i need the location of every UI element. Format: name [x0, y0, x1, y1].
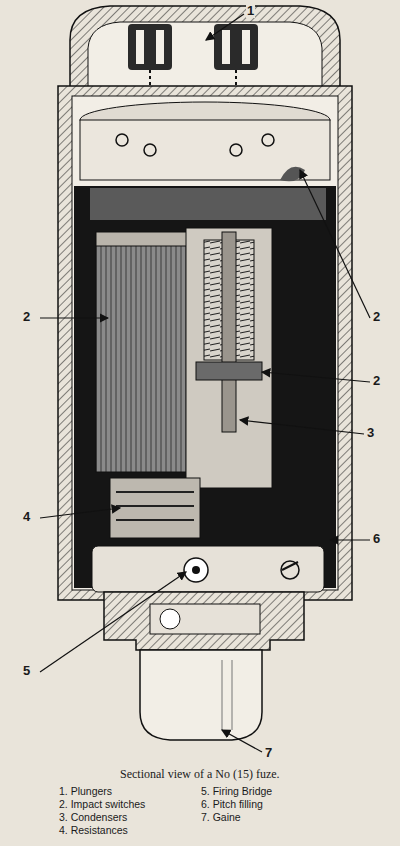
callout-number: 2 — [22, 310, 31, 324]
legend-entry: 4. Resistances — [58, 825, 129, 837]
callout-number: 2 — [372, 310, 381, 324]
legend-entry: 2. Impact switches — [58, 799, 146, 811]
legend-entry: 5. Firing Bridge — [200, 786, 273, 798]
legend-entry: 1. Plungers — [58, 786, 113, 798]
callout-number: 3 — [366, 426, 375, 440]
legend-entry: 3. Condensers — [58, 812, 128, 824]
legend-entry: 6. Pitch filling — [200, 799, 264, 811]
callout-number: 4 — [22, 510, 31, 524]
legend-entry: 7. Gaine — [200, 812, 242, 824]
callout-number: 7 — [264, 746, 273, 760]
callout-number: 5 — [22, 664, 31, 678]
callout-number: 6 — [372, 532, 381, 546]
callout-number: 2 — [372, 374, 381, 388]
figure-caption: Sectional view of a No (15) fuze. — [119, 768, 281, 781]
callout-number: 1 — [246, 4, 255, 18]
